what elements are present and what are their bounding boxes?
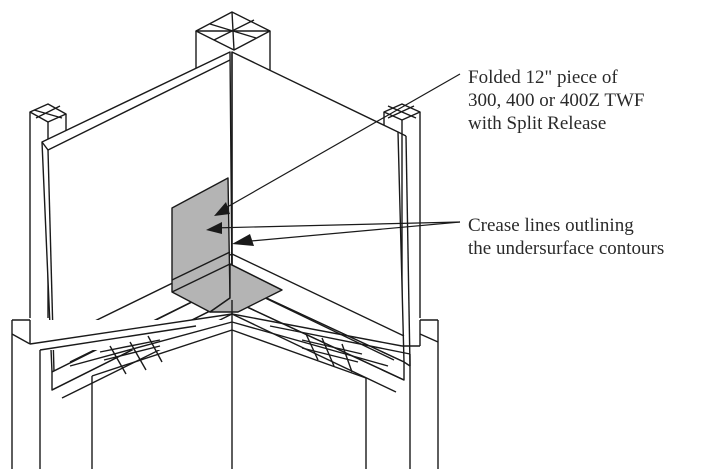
folded-piece-arrowhead <box>214 202 230 216</box>
crease-arrowhead-2 <box>232 234 254 246</box>
crease-lines-callout-line-1: Crease lines outlining <box>468 215 634 236</box>
folded-piece-callout: Folded 12" piece of 300, 400 or 400Z TWF… <box>468 66 644 135</box>
foundation-block <box>11 300 439 469</box>
folded-piece-leader <box>221 73 461 211</box>
crease-lines-callout: Crease lines outlining the undersurface … <box>468 214 664 260</box>
folded-piece-callout-line-2: 300, 400 or 400Z TWF <box>468 90 645 111</box>
crease-lines-callout-line-2: the undersurface contours <box>468 238 665 259</box>
crease-arrowhead-1 <box>206 222 222 234</box>
folded-flashing-piece <box>171 177 283 313</box>
leader-lines <box>211 73 461 229</box>
crease-leader <box>211 221 461 229</box>
right-floor-lines <box>231 313 411 379</box>
left-floor-lines <box>29 313 233 377</box>
folded-piece-callout-line-1: Folded 12" piece of <box>468 67 618 88</box>
folded-piece-callout-line-3: with Split Release <box>468 113 607 134</box>
back-corner-post <box>195 11 271 72</box>
